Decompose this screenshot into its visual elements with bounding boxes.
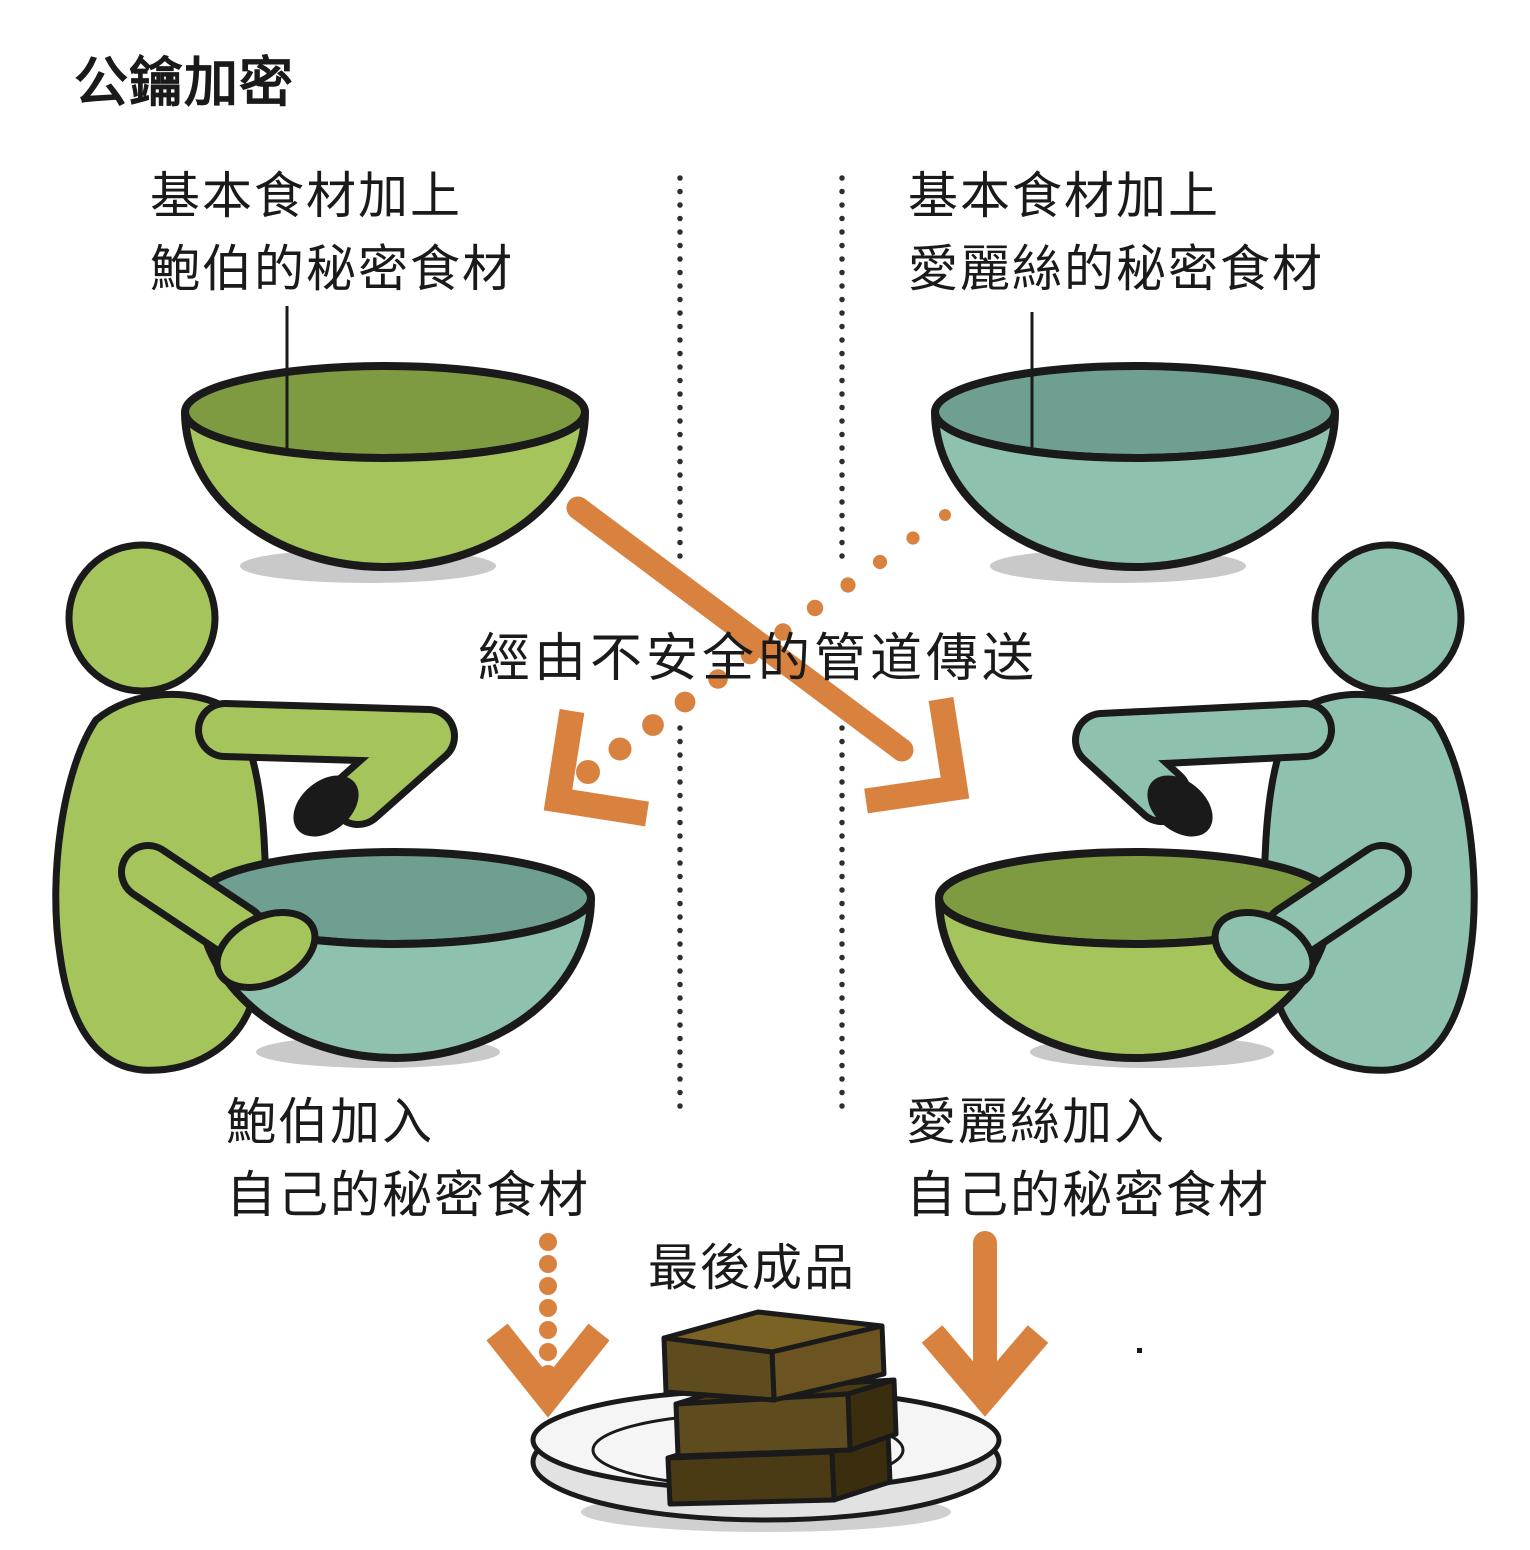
dotted-arrow-bob-to-final bbox=[486, 1233, 610, 1418]
channel-divider-dotted-lines bbox=[677, 175, 845, 1118]
arrow-dot bbox=[939, 509, 951, 521]
arrow-dot bbox=[872, 554, 888, 570]
arrow-dot bbox=[840, 577, 856, 593]
bob-pour-arm bbox=[202, 707, 451, 821]
label-final-product: 最後成品 bbox=[648, 1240, 856, 1296]
stray-dot bbox=[1137, 1348, 1142, 1353]
label-alice-public-bowl: 基本食材加上 愛麗絲的秘密食材 bbox=[908, 160, 1324, 306]
bob-head bbox=[65, 541, 219, 695]
label-line: 自己的秘密食材 bbox=[906, 1167, 1270, 1223]
arrow-shaft bbox=[566, 496, 914, 762]
page-title: 公鑰加密 bbox=[74, 53, 294, 113]
arrow-dot bbox=[708, 669, 728, 689]
alice-pour-arm bbox=[1079, 707, 1328, 818]
label-line: 鮑伯的秘密食材 bbox=[150, 241, 514, 297]
label-alice-adds-secret: 愛麗絲加入 自己的秘密食材 bbox=[906, 1086, 1270, 1232]
arrow-head bbox=[486, 1323, 610, 1418]
label-bob-public-bowl: 基本食材加上 鮑伯的秘密食材 bbox=[150, 160, 514, 306]
solid-arrow-bob-to-alice bbox=[566, 496, 970, 814]
solid-arrow-alice-to-final bbox=[921, 1231, 1049, 1417]
alice-hold-arm bbox=[1269, 849, 1405, 955]
brownie-stack-icon bbox=[661, 1309, 899, 1507]
final-product-plate-icon bbox=[530, 1309, 1002, 1532]
label-line: 基本食材加上 bbox=[150, 168, 462, 224]
bob-hand bbox=[213, 909, 319, 991]
bob-secret-ingredient bbox=[293, 775, 359, 837]
arrow-dot bbox=[539, 1277, 557, 1295]
label-line: 基本食材加上 bbox=[908, 168, 1220, 224]
label-insecure-channel: 經由不安全的管道傳送 bbox=[478, 630, 1039, 688]
brownie-face bbox=[665, 1449, 837, 1507]
bob-hold-arm bbox=[125, 849, 261, 955]
arrow-dot bbox=[806, 599, 824, 617]
arrow-dot bbox=[539, 1343, 557, 1361]
label-line: 自己的秘密食材 bbox=[226, 1167, 590, 1223]
arrow-dot bbox=[774, 623, 792, 641]
label-line: 愛麗絲的秘密食材 bbox=[908, 241, 1324, 297]
dotted-arrow-alice-to-bob bbox=[543, 509, 951, 827]
arrow-dot bbox=[576, 760, 600, 784]
arrow-dot bbox=[539, 1365, 557, 1383]
alice-secret-ingredient bbox=[1147, 775, 1213, 837]
brownie-face bbox=[661, 1335, 777, 1403]
arrow-dot bbox=[906, 531, 920, 545]
label-line: 鮑伯加入 bbox=[226, 1094, 434, 1150]
arrow-dot bbox=[539, 1299, 557, 1317]
arrow-head bbox=[543, 709, 649, 827]
arrow-dot bbox=[674, 691, 696, 713]
bob-holding-arm bbox=[118, 842, 319, 991]
arrow-dot bbox=[608, 737, 632, 761]
bowl-body bbox=[931, 411, 1339, 571]
alice-hand bbox=[1211, 909, 1317, 991]
arrow-dot bbox=[539, 1233, 557, 1251]
arrow-dot bbox=[642, 714, 664, 736]
alice-holding-arm bbox=[1211, 842, 1412, 991]
arrow-dot bbox=[539, 1321, 557, 1339]
bowl-bob-public-icon bbox=[181, 306, 589, 583]
arrow-dot bbox=[740, 645, 760, 665]
arrow-head bbox=[921, 1325, 1049, 1417]
alice-head bbox=[1311, 541, 1465, 695]
label-line: 愛麗絲加入 bbox=[906, 1094, 1166, 1150]
bowl-body bbox=[181, 411, 589, 571]
label-bob-adds-secret: 鮑伯加入 自己的秘密食材 bbox=[226, 1086, 590, 1232]
arrow-dot bbox=[539, 1255, 557, 1273]
arrow-head bbox=[864, 697, 970, 814]
brownie-face bbox=[673, 1391, 853, 1459]
bowl-alice-public-icon bbox=[931, 312, 1339, 583]
